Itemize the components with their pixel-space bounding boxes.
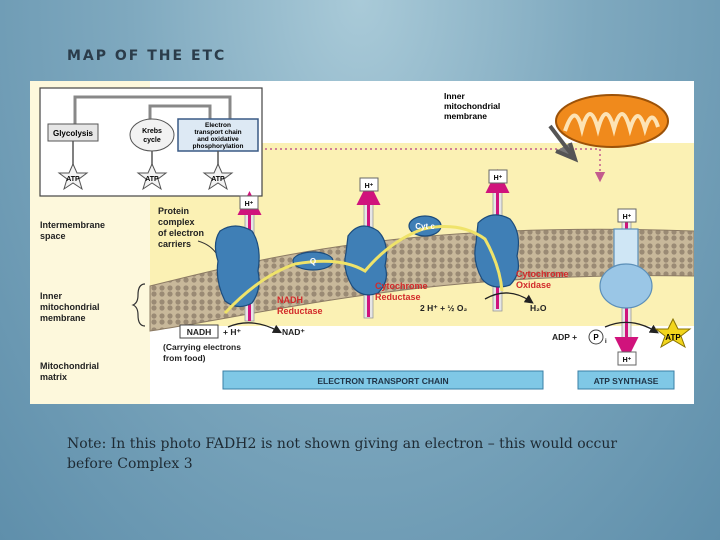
slide-note: Note: In this photo FADH2 is not shown g… bbox=[67, 436, 618, 472]
plus-hplus-label: + H⁺ bbox=[223, 327, 241, 337]
cytochrome-oxidase-complex bbox=[474, 214, 520, 288]
svg-text:of electron: of electron bbox=[158, 228, 204, 238]
intermembrane-label-2: space bbox=[40, 231, 66, 241]
inset-atp-2: ATP bbox=[145, 176, 159, 183]
phosphate-icon bbox=[588, 329, 604, 345]
cycle-label: cycle bbox=[143, 137, 161, 144]
cyt-reductase-label-2: Reductase bbox=[375, 292, 421, 302]
adp-label: ADP + bbox=[552, 332, 577, 342]
hplus-label: H⁺ bbox=[494, 175, 503, 182]
region-labels: Intermembrane space Inner mitochondrial … bbox=[40, 220, 105, 382]
inset-etc-line-3: and oxidative bbox=[197, 136, 239, 143]
inner-membrane-label-3: membrane bbox=[444, 111, 487, 121]
inset-etc-line-1: Electron bbox=[205, 122, 231, 129]
slide-title: MAP OF THE ETC bbox=[67, 48, 227, 64]
overview-inset: Glycolysis Krebs cycle Electron transpor… bbox=[39, 87, 263, 197]
inner-label-3: membrane bbox=[40, 313, 86, 323]
svg-text:complex: complex bbox=[158, 217, 195, 227]
inset-atp-1: ATP bbox=[66, 176, 80, 183]
mitochondrion-icon bbox=[548, 94, 669, 163]
complex-labels: NADH Reductase Cytochrome Reductase Cyto… bbox=[277, 269, 569, 316]
inner-membrane-label-1: Inner bbox=[444, 91, 465, 101]
cyt-c-label: Cyt c bbox=[415, 222, 435, 231]
matrix-label-1: Mitochondrial bbox=[40, 361, 99, 371]
atp-star-icon bbox=[136, 162, 168, 191]
pi-label: P bbox=[593, 333, 599, 342]
inner-label-1: Inner bbox=[40, 291, 63, 301]
etc-label-bar bbox=[222, 370, 544, 390]
atp-label: ATP bbox=[665, 333, 681, 342]
water-reaction-label: 2 H⁺ + ½ O₂ bbox=[420, 303, 467, 313]
hplus-label: H⁺ bbox=[623, 357, 632, 364]
hplus-label: H⁺ bbox=[365, 183, 374, 190]
hplus-label: H⁺ bbox=[623, 214, 632, 221]
matrix-label-2: matrix bbox=[40, 372, 67, 382]
pi-sub-label: i bbox=[605, 339, 607, 345]
inset-etc-line-2: transport chain bbox=[194, 129, 241, 136]
atp-star-icon bbox=[202, 162, 234, 191]
atp-synthase-label-bar bbox=[577, 370, 675, 390]
nadh-arrow bbox=[227, 322, 283, 334]
svg-text:carriers: carriers bbox=[158, 239, 191, 249]
hplus-label: H⁺ bbox=[245, 201, 254, 208]
atp-synthase-label: ATP SYNTHASE bbox=[594, 376, 659, 386]
inner-membrane-label-2: mitochondrial bbox=[444, 101, 500, 111]
atp-arrow bbox=[604, 321, 659, 334]
lipid-bilayer bbox=[149, 228, 694, 332]
etc-diagram-svg: Glycolysis Krebs cycle Electron transpor… bbox=[30, 81, 694, 404]
svg-text:Protein: Protein bbox=[158, 206, 189, 216]
electron-path bbox=[223, 225, 504, 315]
nadh-label: NADH bbox=[187, 327, 212, 337]
carrying-label-2: from food) bbox=[163, 353, 206, 363]
nadh-reductase-label-2: Reductase bbox=[277, 306, 323, 316]
matrix-region bbox=[150, 326, 694, 404]
nadh-reductase-complex bbox=[214, 225, 260, 308]
atp-star-icon bbox=[654, 317, 692, 349]
carrying-label-1: (Carrying electrons bbox=[163, 342, 241, 352]
water-label: H₂O bbox=[530, 303, 547, 313]
krebs-label: Krebs bbox=[142, 128, 162, 135]
intermembrane-label-1: Intermembrane bbox=[40, 220, 105, 230]
etc-label: ELECTRON TRANSPORT CHAIN bbox=[317, 376, 448, 386]
glycolysis-label: Glycolysis bbox=[53, 129, 94, 138]
atp-star-icon bbox=[57, 162, 89, 191]
q-label: Q bbox=[310, 257, 316, 266]
etc-diagram: Glycolysis Krebs cycle Electron transpor… bbox=[30, 81, 694, 404]
protein-complex-label: Protein complex of electron carriers bbox=[158, 206, 204, 249]
nad-plus-label: NAD⁺ bbox=[282, 327, 305, 337]
cytochrome-reductase-complex bbox=[344, 225, 388, 296]
nadh-reaction: NADH + H⁺ NAD⁺ (Carrying electrons from … bbox=[163, 324, 305, 363]
cyt-reductase-label-1: Cytochrome bbox=[375, 281, 428, 291]
dotted-boundary bbox=[180, 148, 606, 183]
atp-synthase-head bbox=[599, 263, 653, 309]
inner-label-2: mitochondrial bbox=[40, 302, 100, 312]
cyt-oxidase-label-1: Cytochrome bbox=[516, 269, 569, 279]
membrane-brace bbox=[131, 283, 146, 327]
nadh-reductase-label-1: NADH bbox=[277, 295, 303, 305]
inset-atp-3: ATP bbox=[211, 176, 225, 183]
cyt-oxidase-label-2: Oxidase bbox=[516, 280, 551, 290]
water-arrow bbox=[484, 292, 534, 304]
inset-etc-line-4: phosphorylation bbox=[193, 143, 244, 150]
proton-labels: H⁺ H⁺ H⁺ H⁺ H⁺ bbox=[239, 169, 637, 366]
